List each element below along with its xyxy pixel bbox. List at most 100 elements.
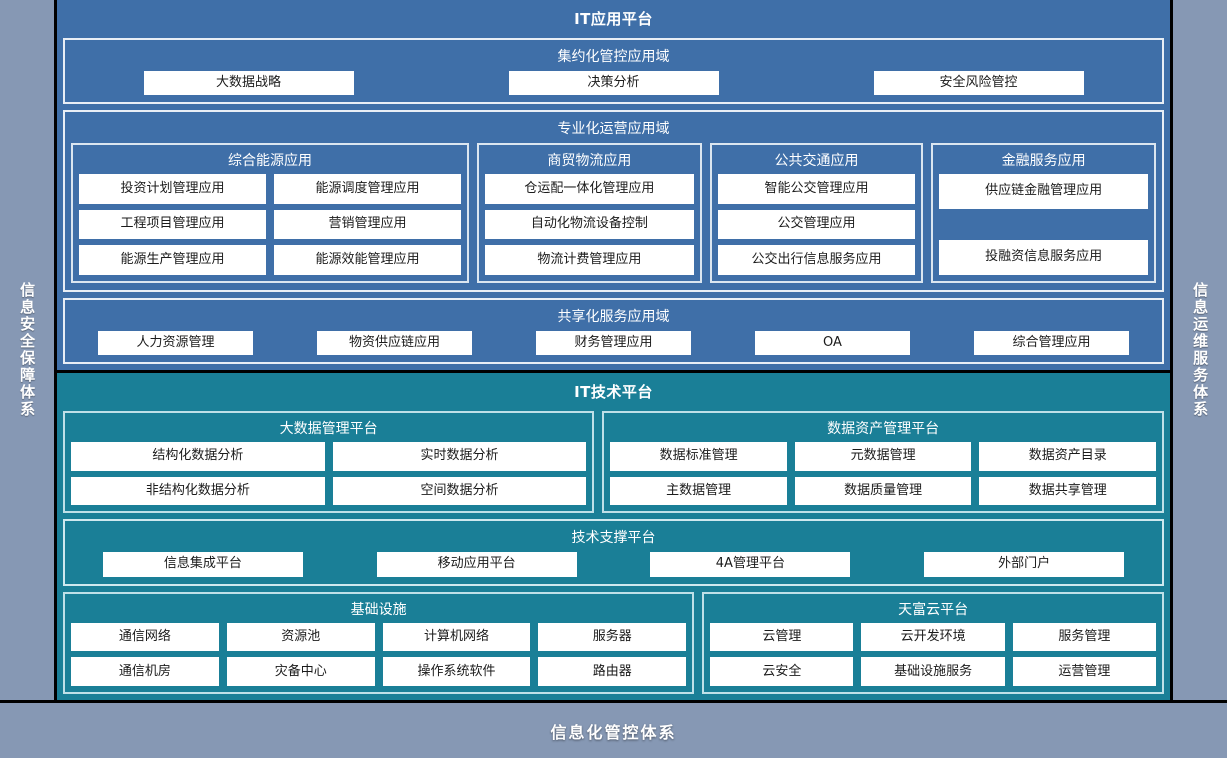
chip-data-standard-mgmt[interactable]: 数据标准管理 xyxy=(610,442,787,471)
chip-metadata-mgmt[interactable]: 元数据管理 xyxy=(794,442,972,471)
chip-4a-management-platform[interactable]: 4A管理平台 xyxy=(650,552,851,577)
group-infrastructure-items: 通信网络 资源池 计算机网络 服务器 通信机房 灾备中心 操作系统软件 路由器 xyxy=(71,622,687,687)
chip-mobile-application-platform[interactable]: 移动应用平台 xyxy=(376,552,577,577)
group-integrated-energy-items: 投资计划管理应用 能源调度管理应用 工程项目管理应用 营销管理应用 能源生产管理… xyxy=(79,174,462,275)
intensive-management-items: 大数据战略 决策分析 安全风险管控 xyxy=(71,71,1156,96)
intensive-management-domain: 集约化管控应用域 大数据战略 决策分析 安全风险管控 xyxy=(63,38,1164,105)
chip-computer-network[interactable]: 计算机网络 xyxy=(382,622,531,652)
group-financial-services: 金融服务应用 供应链金融管理应用 投融资信息服务应用 xyxy=(931,143,1156,283)
group-infrastructure: 基础设施 通信网络 资源池 计算机网络 服务器 通信机房 灾备中心 操作系统软件… xyxy=(63,591,695,695)
group-public-transport-title: 公共交通应用 xyxy=(774,153,859,170)
chip-data-quality-mgmt[interactable]: 数据质量管理 xyxy=(794,476,972,506)
group-public-transport: 公共交通应用 智能公交管理应用 公交管理应用 公交出行信息服务应用 xyxy=(709,143,924,283)
chip-cloud-security[interactable]: 云安全 xyxy=(710,657,854,687)
chip-communication-network[interactable]: 通信网络 xyxy=(71,622,219,652)
it-application-platform-title: IT应用平台 xyxy=(574,10,653,28)
chip-security-risk-control[interactable]: 安全风险管控 xyxy=(873,71,1084,96)
chip-hr-management[interactable]: 人力资源管理 xyxy=(98,330,253,355)
group-trade-logistics-title: 商贸物流应用 xyxy=(547,153,632,170)
chip-energy-efficiency-mgmt[interactable]: 能源效能管理应用 xyxy=(274,245,462,275)
chip-big-data-strategy[interactable]: 大数据战略 xyxy=(143,71,354,96)
group-tianfu-cloud-platform-title: 天富云平台 xyxy=(898,601,969,618)
group-data-asset-management-platform: 数据资产管理平台 数据标准管理 元数据管理 数据资产目录 主数据管理 数据质量管… xyxy=(602,411,1164,514)
chip-materials-supply-chain[interactable]: 物资供应链应用 xyxy=(317,330,472,355)
chip-spatial-data-analysis[interactable]: 空间数据分析 xyxy=(332,476,587,506)
chip-router[interactable]: 路由器 xyxy=(538,657,687,687)
chip-resource-pool[interactable]: 资源池 xyxy=(226,622,375,652)
chip-investment-financing-info-service[interactable]: 投融资信息服务应用 xyxy=(939,240,1148,275)
chip-general-management[interactable]: 综合管理应用 xyxy=(974,330,1129,355)
chip-cloud-dev-environment[interactable]: 云开发环境 xyxy=(861,622,1005,652)
group-financial-services-title: 金融服务应用 xyxy=(1001,153,1086,170)
group-trade-logistics: 商贸物流应用 仓运配一体化管理应用 自动化物流设备控制 物流计费管理应用 xyxy=(477,143,702,283)
chip-unstructured-data-analysis[interactable]: 非结构化数据分析 xyxy=(71,476,325,506)
chip-decision-analysis[interactable]: 决策分析 xyxy=(508,71,719,96)
chip-data-asset-catalog[interactable]: 数据资产目录 xyxy=(979,442,1156,471)
data-platforms-row: 大数据管理平台 结构化数据分析 实时数据分析 非结构化数据分析 空间数据分析 数… xyxy=(63,411,1164,514)
group-data-asset-management-platform-title: 数据资产管理平台 xyxy=(827,421,940,437)
technical-support-platform: 技术支撑平台 信息集成平台 移动应用平台 4A管理平台 外部门户 xyxy=(63,519,1164,586)
chip-disaster-recovery-center[interactable]: 灾备中心 xyxy=(226,657,375,687)
professional-operations-domain: 专业化运营应用域 综合能源应用 投资计划管理应用 能源调度管理应用 工程项目管理… xyxy=(63,110,1164,292)
chip-engineering-project-mgmt[interactable]: 工程项目管理应用 xyxy=(79,209,267,240)
chip-logistics-billing-mgmt[interactable]: 物流计费管理应用 xyxy=(485,245,694,275)
shared-services-domain: 共享化服务应用域 人力资源管理 物资供应链应用 财务管理应用 OA 综合管理应用 xyxy=(63,297,1164,364)
chip-oa[interactable]: OA xyxy=(755,330,910,355)
it-technology-platform: IT技术平台 大数据管理平台 结构化数据分析 实时数据分析 非结构化数据分析 空… xyxy=(57,370,1170,700)
group-tianfu-cloud-items: 云管理 云开发环境 服务管理 云安全 基础设施服务 运营管理 xyxy=(710,622,1156,687)
chip-infrastructure-service[interactable]: 基础设施服务 xyxy=(861,657,1005,687)
chip-warehouse-transport-integration[interactable]: 仓运配一体化管理应用 xyxy=(485,174,694,204)
chip-realtime-data-analysis[interactable]: 实时数据分析 xyxy=(332,442,587,471)
group-financial-services-items: 供应链金融管理应用 投融资信息服务应用 xyxy=(939,174,1148,275)
technical-support-items: 信息集成平台 移动应用平台 4A管理平台 外部门户 xyxy=(71,552,1156,577)
infrastructure-row: 基础设施 通信网络 资源池 计算机网络 服务器 通信机房 灾备中心 操作系统软件… xyxy=(63,591,1164,695)
chip-financial-placeholder xyxy=(939,215,1148,235)
left-rail-label: 信息安全保障体系 xyxy=(18,282,37,418)
group-big-data-items: 结构化数据分析 实时数据分析 非结构化数据分析 空间数据分析 xyxy=(71,442,587,506)
platform-stack: IT应用平台 集约化管控应用域 大数据战略 决策分析 安全风险管控 专业化运营应… xyxy=(57,0,1170,700)
chip-marketing-mgmt[interactable]: 营销管理应用 xyxy=(274,209,462,240)
chip-finance-management[interactable]: 财务管理应用 xyxy=(536,330,691,355)
chip-communication-room[interactable]: 通信机房 xyxy=(71,657,219,687)
group-big-data-management-platform: 大数据管理平台 结构化数据分析 实时数据分析 非结构化数据分析 空间数据分析 xyxy=(63,411,595,514)
professional-operations-groups: 综合能源应用 投资计划管理应用 能源调度管理应用 工程项目管理应用 营销管理应用… xyxy=(71,143,1156,283)
shared-services-domain-title: 共享化服务应用域 xyxy=(557,308,670,325)
group-trade-logistics-items: 仓运配一体化管理应用 自动化物流设备控制 物流计费管理应用 xyxy=(485,174,694,275)
intensive-management-domain-title: 集约化管控应用域 xyxy=(557,49,670,65)
left-rail-information-security: 信息安全保障体系 xyxy=(0,0,57,700)
chip-bus-travel-info-service[interactable]: 公交出行信息服务应用 xyxy=(717,245,916,275)
group-big-data-management-platform-title: 大数据管理平台 xyxy=(279,421,378,437)
group-integrated-energy-title: 综合能源应用 xyxy=(228,153,313,170)
chip-server[interactable]: 服务器 xyxy=(538,622,687,652)
technical-support-platform-title: 技术支撑平台 xyxy=(571,530,656,547)
it-technology-platform-title: IT技术平台 xyxy=(574,383,653,401)
diagram-main-row: 信息安全保障体系 IT应用平台 集约化管控应用域 大数据战略 决策分析 安全风险… xyxy=(0,0,1210,700)
chip-supply-chain-finance-mgmt[interactable]: 供应链金融管理应用 xyxy=(939,174,1148,209)
group-public-transport-items: 智能公交管理应用 公交管理应用 公交出行信息服务应用 xyxy=(717,174,916,275)
chip-service-management[interactable]: 服务管理 xyxy=(1012,622,1156,652)
bottom-bar-informatization-governance: 信息化管控体系 xyxy=(0,700,1227,758)
group-integrated-energy: 综合能源应用 投资计划管理应用 能源调度管理应用 工程项目管理应用 营销管理应用… xyxy=(71,143,470,283)
chip-cloud-management[interactable]: 云管理 xyxy=(710,622,854,652)
chip-smart-bus-mgmt[interactable]: 智能公交管理应用 xyxy=(717,174,916,204)
chip-operations-management[interactable]: 运营管理 xyxy=(1012,657,1156,687)
it-application-platform: IT应用平台 集约化管控应用域 大数据战略 决策分析 安全风险管控 专业化运营应… xyxy=(57,0,1170,370)
chip-structured-data-analysis[interactable]: 结构化数据分析 xyxy=(71,442,325,471)
shared-services-items: 人力资源管理 物资供应链应用 财务管理应用 OA 综合管理应用 xyxy=(71,330,1156,355)
chip-external-portal[interactable]: 外部门户 xyxy=(924,552,1125,577)
group-tianfu-cloud-platform: 天富云平台 云管理 云开发环境 服务管理 云安全 基础设施服务 运营管理 xyxy=(702,591,1164,695)
chip-operating-system-software[interactable]: 操作系统软件 xyxy=(382,657,531,687)
group-data-asset-items: 数据标准管理 元数据管理 数据资产目录 主数据管理 数据质量管理 数据共享管理 xyxy=(610,442,1156,506)
chip-automated-logistics-equipment[interactable]: 自动化物流设备控制 xyxy=(485,209,694,240)
right-rail-label: 信息运维服务体系 xyxy=(1191,282,1210,418)
chip-bus-mgmt[interactable]: 公交管理应用 xyxy=(717,209,916,240)
chip-investment-plan-mgmt[interactable]: 投资计划管理应用 xyxy=(79,174,267,204)
chip-energy-production-mgmt[interactable]: 能源生产管理应用 xyxy=(79,245,267,275)
group-infrastructure-title: 基础设施 xyxy=(350,601,407,618)
chip-energy-dispatch-mgmt[interactable]: 能源调度管理应用 xyxy=(274,174,462,204)
chip-master-data-mgmt[interactable]: 主数据管理 xyxy=(610,476,787,506)
professional-operations-domain-title: 专业化运营应用域 xyxy=(557,121,670,138)
chip-information-integration-platform[interactable]: 信息集成平台 xyxy=(102,552,303,577)
chip-data-sharing-mgmt[interactable]: 数据共享管理 xyxy=(979,476,1156,506)
